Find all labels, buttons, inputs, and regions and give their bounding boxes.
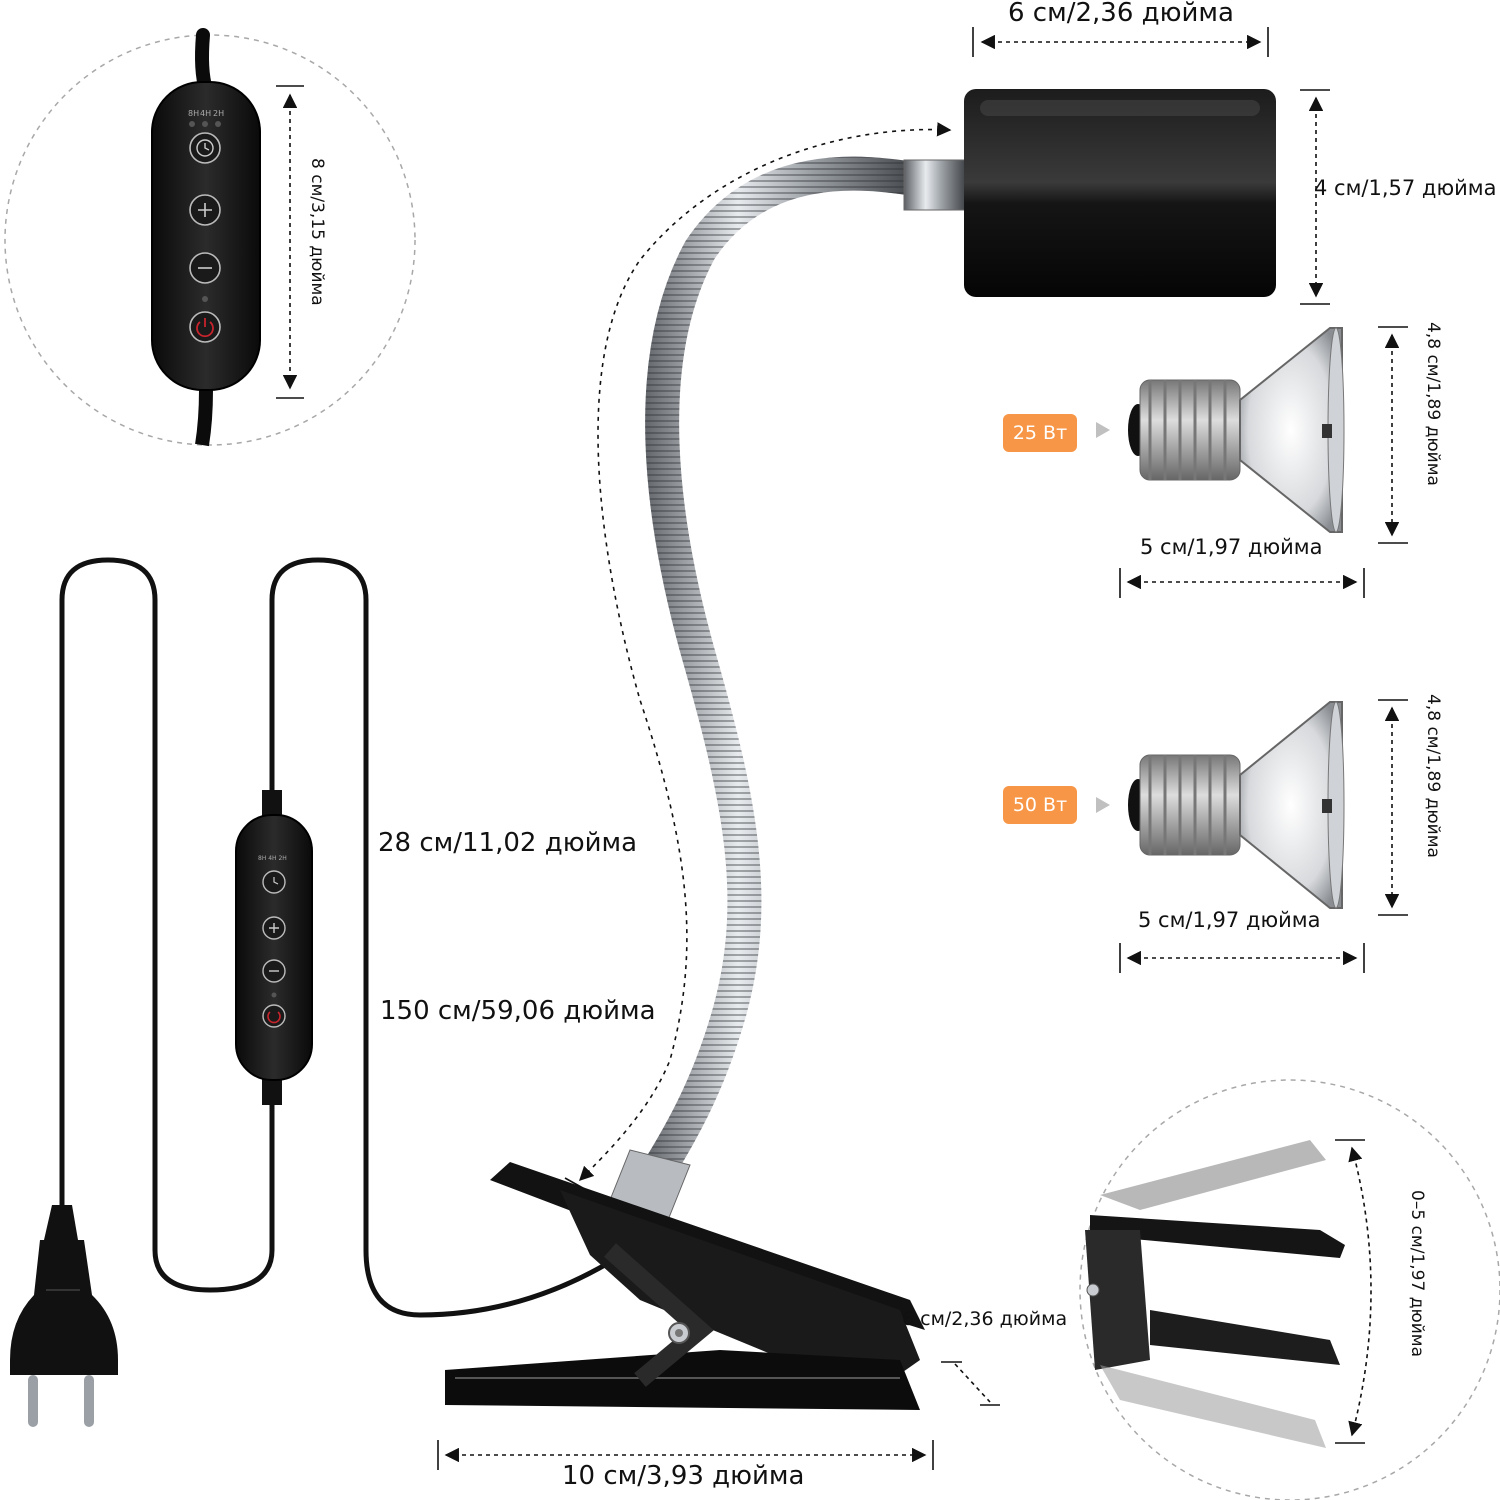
power-cable xyxy=(59,557,612,1318)
clip-opening-label: 0–5 см/1,97 дюйма xyxy=(1407,1190,1427,1358)
svg-text:4H: 4H xyxy=(200,109,211,118)
clip-width-label: 6 см/2,36 дюйма xyxy=(902,1308,1068,1330)
dimension-lines xyxy=(437,27,1408,1470)
cable-length-label: 150 см/59,06 дюйма xyxy=(380,996,656,1026)
lamp-height-label: 4 см/1,57 дюйма xyxy=(1314,176,1497,200)
lamp-width-label: 6 см/2,36 дюйма xyxy=(1008,0,1234,28)
svg-text:2H: 2H xyxy=(213,109,224,118)
bulb-50w xyxy=(1096,701,1345,909)
wattage-badge-25: 25 Вт xyxy=(1003,414,1077,452)
minus-icon xyxy=(189,252,221,284)
eu-plug-icon xyxy=(10,1205,118,1427)
bulb2-height-label: 4,8 см/1,89 дюйма xyxy=(1423,694,1443,858)
bulb1-height-label: 4,8 см/1,89 дюйма xyxy=(1423,322,1443,486)
clip-icon xyxy=(445,1162,925,1410)
gooseneck-length-label: 28 см/11,02 дюйма xyxy=(378,828,638,858)
plus-icon xyxy=(189,194,221,226)
clock-icon xyxy=(189,132,221,164)
clip-opening-closeup xyxy=(1079,1079,1500,1500)
inline-controller: 8H 4H 2H xyxy=(235,790,313,1105)
svg-text:8H 4H 2H: 8H 4H 2H xyxy=(258,855,287,862)
controller-closeup: 8H 4H 2H xyxy=(4,28,416,447)
svg-text:8H: 8H xyxy=(188,109,199,118)
bulb-25w xyxy=(1096,327,1345,533)
wattage-badge-50: 50 Вт xyxy=(1003,786,1077,824)
gooseneck-icon xyxy=(599,156,967,1241)
bulb1-width-label: 5 см/1,97 дюйма xyxy=(1140,535,1323,559)
bulb2-width-label: 5 см/1,97 дюйма xyxy=(1138,908,1321,932)
clip-length-label: 10 см/3,93 дюйма xyxy=(562,1461,805,1491)
power-icon xyxy=(189,311,221,343)
lamp-holder xyxy=(964,89,1276,297)
controller-length-label: 8 см/3,15 дюйма xyxy=(307,158,327,306)
